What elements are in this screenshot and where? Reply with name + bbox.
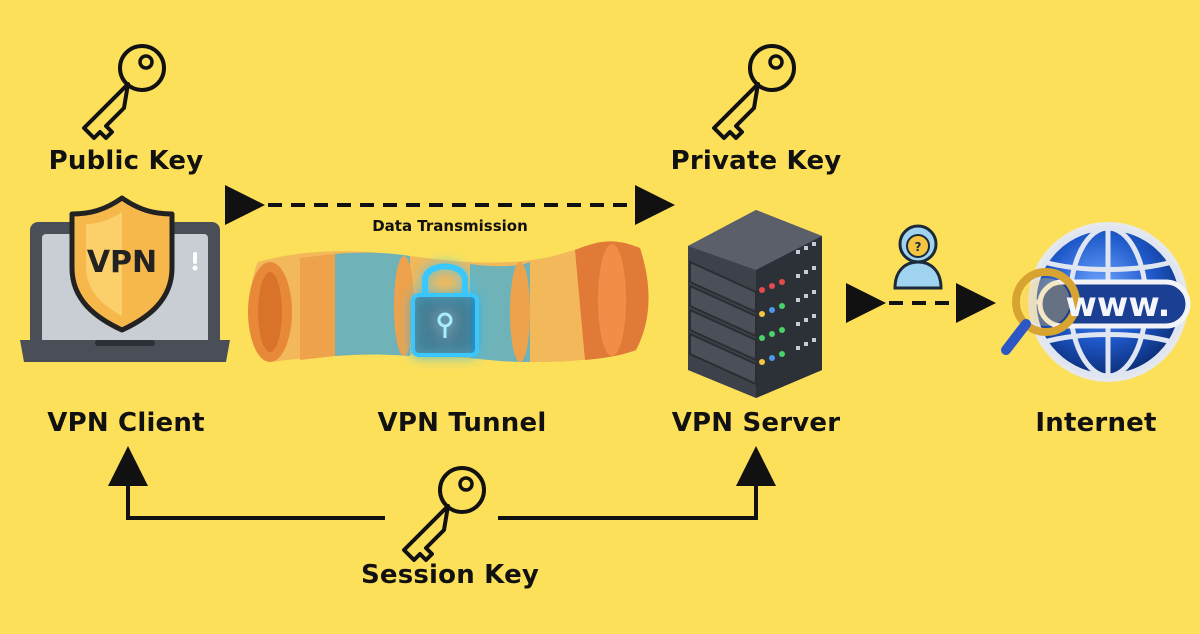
session-to-server-arrow — [498, 446, 776, 520]
vpn-server-label: VPN Server — [671, 408, 841, 438]
vpn-tunnel-label: VPN Tunnel — [377, 408, 547, 438]
svg-text:?: ? — [915, 240, 922, 254]
anonymous-user-icon: ? — [893, 224, 943, 290]
private-key-label: Private Key — [670, 146, 842, 176]
vpn-client-label: VPN Client — [47, 408, 205, 438]
public-key-label: Public Key — [48, 146, 204, 176]
private-key-icon — [712, 44, 796, 140]
internet-label: Internet — [1035, 408, 1157, 438]
glowing-lock-icon — [411, 263, 479, 357]
session-key-icon — [402, 466, 486, 562]
session-to-client-arrow — [108, 446, 385, 520]
internet-globe-icon — [1001, 222, 1191, 382]
shield-vpn-text: VPN — [87, 245, 157, 280]
vpn-shield-icon — [69, 195, 175, 333]
vpn-server-icon — [688, 210, 822, 398]
globe-www-text: www. — [1066, 285, 1171, 325]
public-key-icon — [82, 44, 166, 140]
data-transmission-label: Data Transmission — [372, 217, 528, 235]
session-key-label: Session Key — [360, 560, 540, 590]
